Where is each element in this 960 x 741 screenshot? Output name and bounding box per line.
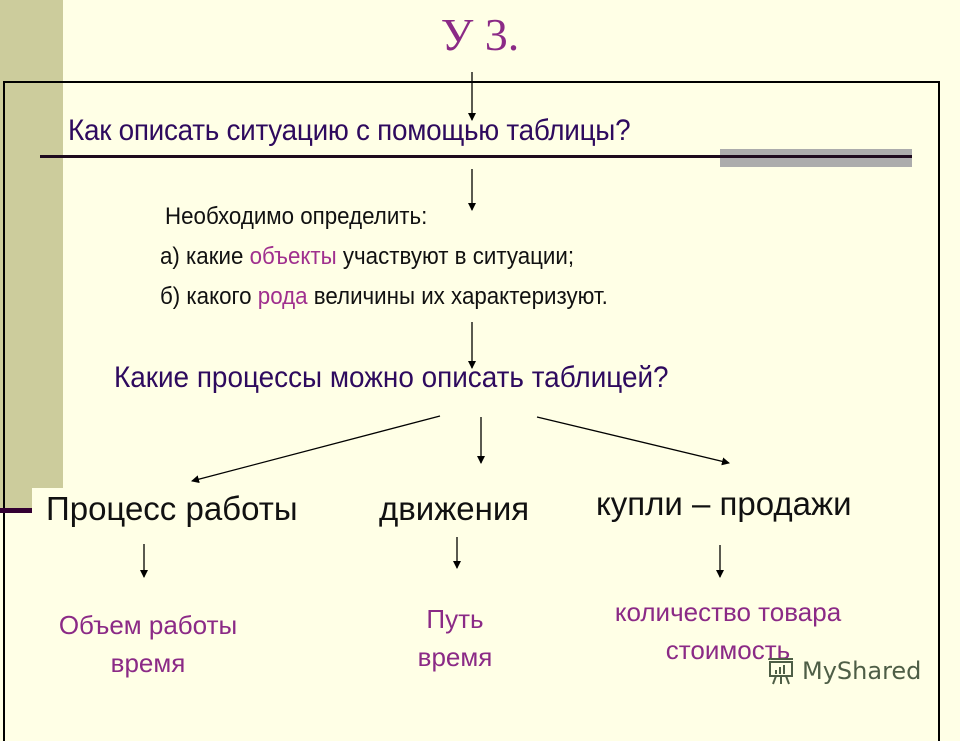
decorative-dark-bar	[0, 508, 34, 513]
category-background	[32, 488, 332, 534]
watermark-text: MyShared	[802, 657, 922, 685]
work-time: время	[110, 648, 186, 678]
category-buy-sell: купли – продажи	[596, 485, 852, 522]
need-to-define-label: Необходимо определить:	[165, 203, 428, 230]
question-describe-with-table: Как описать ситуацию с помощью таблицы?	[68, 114, 631, 147]
item-a-suffix: участвуют в ситуации;	[336, 243, 575, 270]
item-b-prefix: б) какого	[160, 283, 258, 310]
item-b-suffix: величины их характеризуют.	[307, 283, 608, 310]
category-work-process: Процесс работы	[46, 490, 298, 527]
item-quantities: б) какого рода величины их характеризуют…	[160, 283, 608, 311]
question-which-processes: Какие процессы можно описать таблицей?	[114, 361, 669, 394]
item-b-highlight: рода	[257, 283, 308, 310]
item-a-prefix: а) какие	[160, 243, 250, 270]
category-movement: движения	[379, 490, 530, 527]
item-a-highlight: объекты	[249, 243, 337, 270]
movement-quantities: Путь время	[380, 600, 530, 676]
horizontal-rule	[40, 155, 912, 158]
work-volume: Объем работы	[58, 610, 238, 640]
movement-time: время	[417, 642, 493, 672]
decorative-gray-bar	[720, 149, 912, 167]
watermark: MyShared	[766, 656, 921, 686]
goods-quantity: количество товара	[614, 597, 842, 627]
item-objects: а) какие объекты участвуют в ситуации;	[160, 243, 574, 271]
movement-path: Путь	[426, 604, 484, 634]
slide-title: У 3.	[440, 9, 520, 60]
work-quantities: Объем работы время	[28, 606, 268, 682]
left-decorative-strip	[0, 0, 63, 512]
presentation-board-icon	[768, 657, 793, 685]
